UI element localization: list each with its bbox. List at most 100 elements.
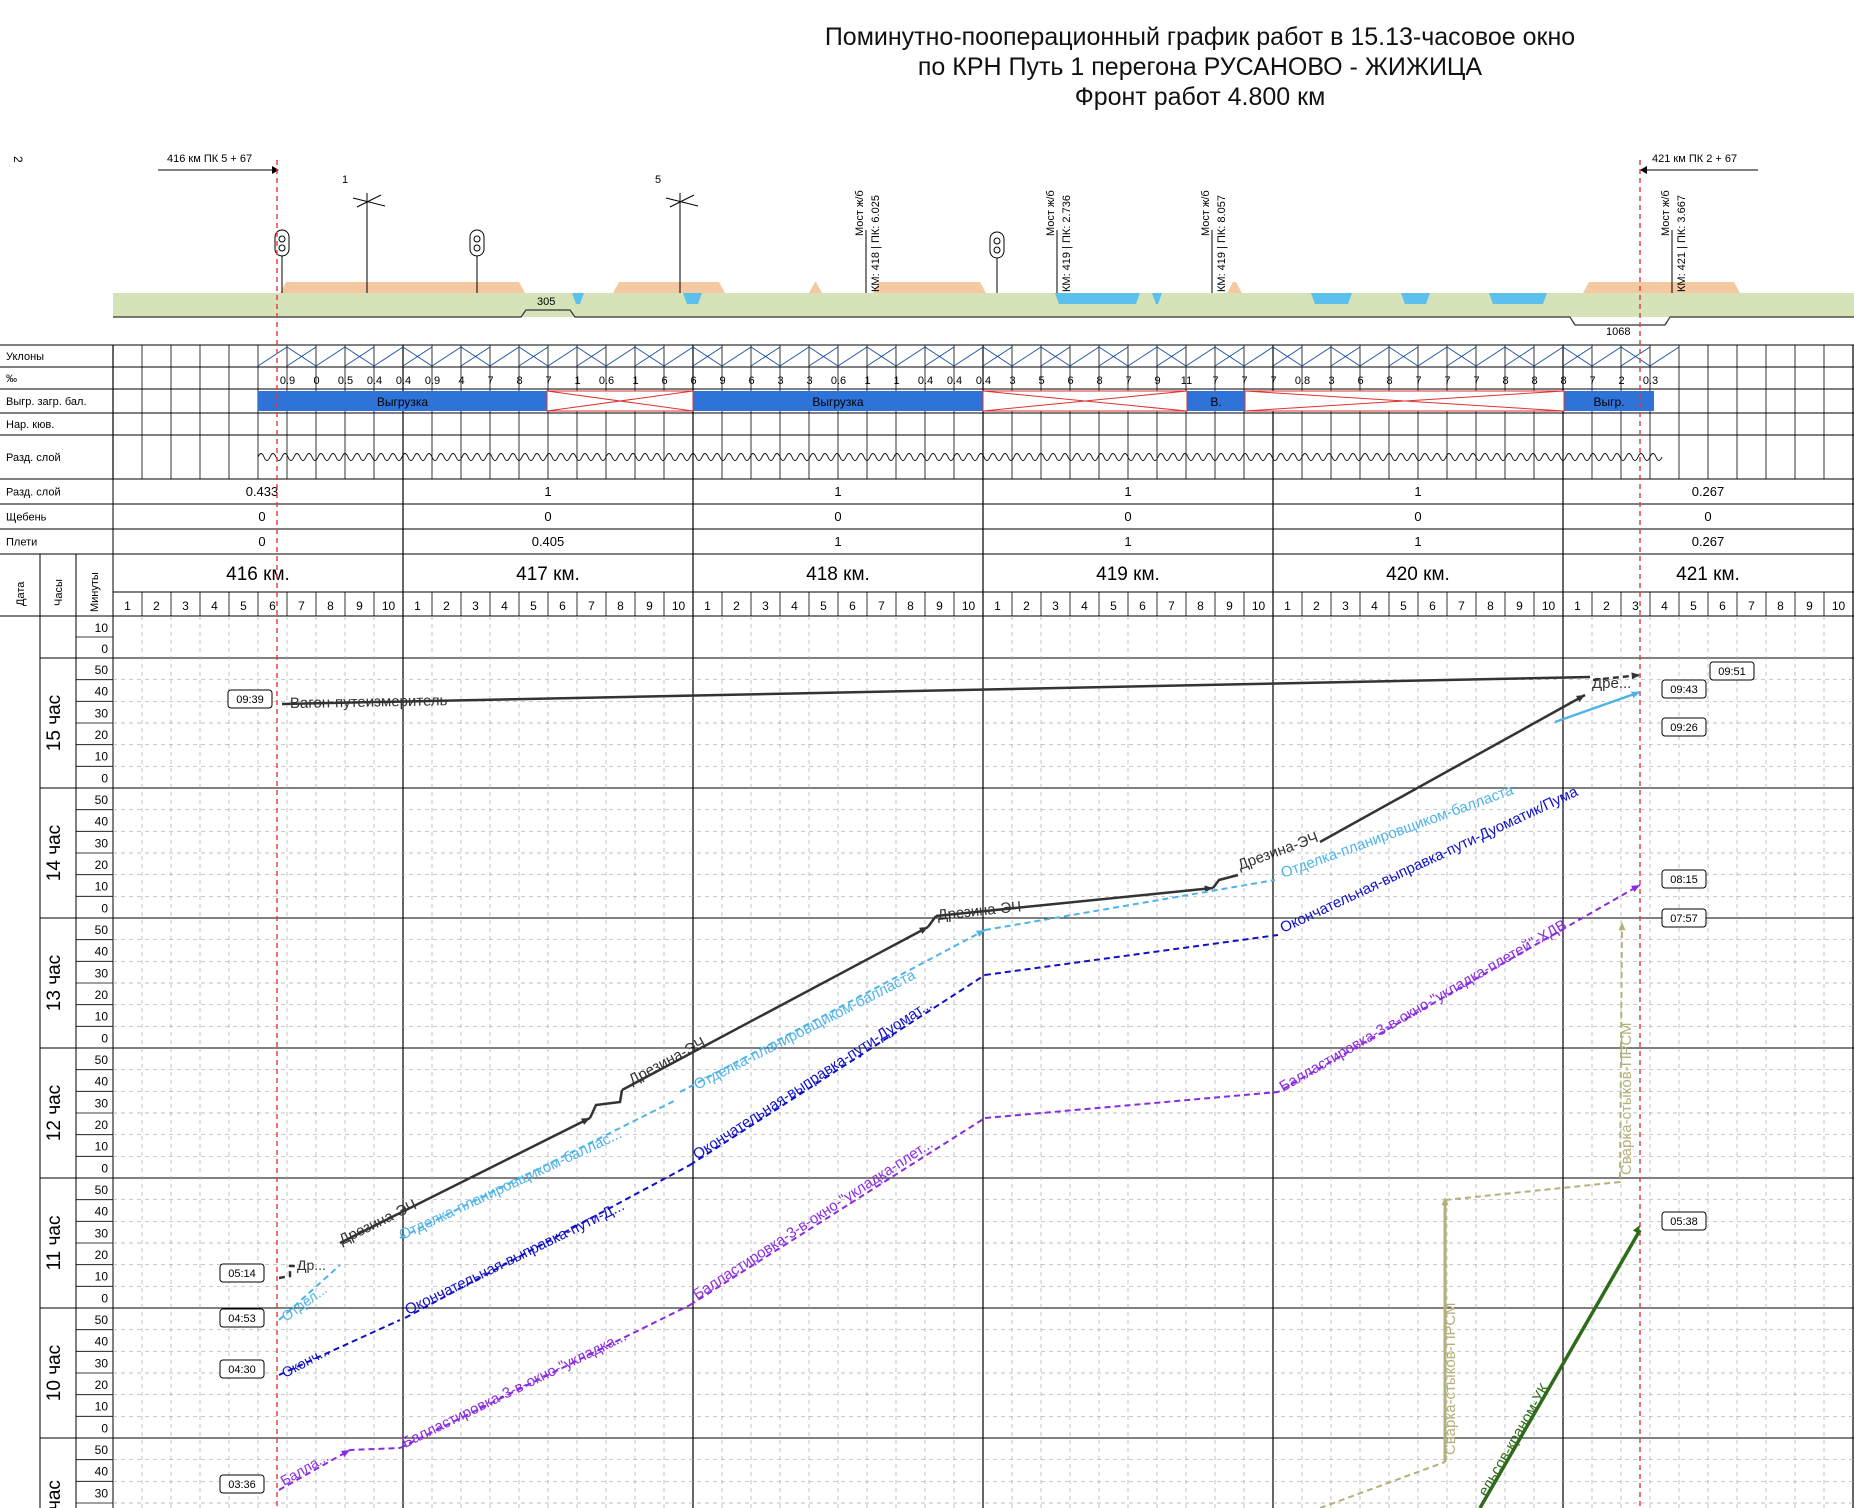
sep-layer-wave <box>257 453 1663 461</box>
embankment <box>1227 282 1242 293</box>
signal-lamp <box>278 235 286 243</box>
km-label: 418 км. <box>806 564 870 585</box>
gravel-value: 0 <box>1704 509 1711 524</box>
pole-label: 5 <box>655 174 661 186</box>
permille-value: 3 <box>777 375 783 387</box>
permille-value: 7 <box>487 375 493 387</box>
slope-mark <box>1649 346 1680 367</box>
minute-label: 50 <box>95 663 109 677</box>
embankment <box>280 282 525 293</box>
picket-number: 4 <box>1661 599 1668 613</box>
minute-label: 10 <box>95 1140 109 1154</box>
minute-label: 30 <box>95 836 109 850</box>
time-tag-text: 05:38 <box>1670 1216 1698 1228</box>
permille-value: 8 <box>1560 375 1566 387</box>
op-vagon <box>281 675 1591 706</box>
time-tag <box>227 689 273 709</box>
water <box>1311 293 1352 304</box>
row-label: Плети <box>6 537 37 549</box>
permille-value: 0.6 <box>599 375 614 387</box>
op-ballast <box>689 1117 986 1306</box>
sep-layer-value: 0.267 <box>1692 484 1725 499</box>
slope-mark <box>576 346 607 367</box>
op-drezina <box>935 886 1214 918</box>
picket-number: 2 <box>443 599 450 613</box>
slope-mark <box>779 346 810 367</box>
permille-value: 7 <box>1444 375 1450 387</box>
minute-label: 10 <box>95 1270 109 1284</box>
hour-label: 10 час <box>44 1345 65 1401</box>
permille-value: 7 <box>545 375 551 387</box>
time-tag-text: 05:14 <box>228 1268 256 1280</box>
slope-mark <box>1069 346 1100 367</box>
picket-number: 3 <box>1052 599 1059 613</box>
slope-mark <box>1620 346 1651 367</box>
picket-number: 5 <box>1110 599 1117 613</box>
water <box>572 293 584 304</box>
op-drezina <box>1319 693 1586 844</box>
operation-label: Балластировка-3-в-окно-"укладка... <box>399 1328 629 1452</box>
permille-value: 8 <box>1386 375 1392 387</box>
rails-value: 0 <box>258 534 265 549</box>
picket-number: 1 <box>994 599 1001 613</box>
skip-cross <box>982 390 1188 412</box>
minute-label: 10 <box>95 1010 109 1024</box>
embankment <box>809 282 822 293</box>
time-tag-text: 07:57 <box>1670 913 1698 925</box>
picket-number: 6 <box>1719 599 1726 613</box>
arrow-head <box>341 1450 350 1458</box>
minute-label: 30 <box>95 966 109 980</box>
rails-value: 1 <box>834 534 841 549</box>
minute-label: 20 <box>95 1378 109 1392</box>
minute-label: 0 <box>101 1161 108 1175</box>
minute-label: 40 <box>95 1075 109 1089</box>
bridge-label: КМ: 418 | ПК: 6.025 <box>870 195 882 292</box>
slope-mark <box>1475 346 1506 367</box>
op-ballast <box>399 1304 691 1449</box>
picket-number: 8 <box>327 599 334 613</box>
row-label: Выгр. загр. бал. <box>6 396 87 408</box>
picket-number: 4 <box>1371 599 1378 613</box>
operation-label: Дре... <box>1592 675 1631 692</box>
picket-number: 10 <box>382 599 396 613</box>
start-arrow <box>272 166 279 174</box>
gravel-value: 0 <box>1124 509 1131 524</box>
picket-number: 6 <box>849 599 856 613</box>
permille-value: 0.4 <box>396 375 411 387</box>
picket-number: 9 <box>1516 599 1523 613</box>
slope-mark <box>547 346 578 367</box>
minute-label: 30 <box>95 706 109 720</box>
minute-label: 10 <box>95 621 109 635</box>
minute-label: 10 <box>95 880 109 894</box>
arrow-head <box>1618 922 1626 931</box>
permille-value: 7 <box>1212 375 1218 387</box>
picket-number: 9 <box>936 599 943 613</box>
picket-number: 7 <box>588 599 595 613</box>
picket-number: 10 <box>672 599 686 613</box>
km-label: 417 км. <box>516 564 580 585</box>
unload-label: В. <box>1210 395 1221 409</box>
row-label: Нар. кюв. <box>6 419 54 431</box>
slope-mark <box>953 346 984 367</box>
slope-mark <box>1504 346 1535 367</box>
row-label: Щебень <box>6 512 47 524</box>
slope-mark <box>1127 346 1158 367</box>
slope-mark <box>1185 346 1216 367</box>
signal-icon <box>469 229 485 257</box>
slope-mark <box>1214 346 1245 367</box>
permille-value: 0.4 <box>947 375 962 387</box>
hour-label: 15 час <box>44 695 65 751</box>
slope-mark <box>1301 346 1332 367</box>
picket-number: 10 <box>1832 599 1846 613</box>
picket-number: 4 <box>791 599 798 613</box>
signal-lamp <box>993 237 1001 245</box>
picket-number: 3 <box>1632 599 1639 613</box>
slope-mark <box>605 346 636 367</box>
slope-mark <box>1330 346 1361 367</box>
permille-value: 7 <box>1270 375 1276 387</box>
arrow-head <box>1576 695 1585 703</box>
slope-mark <box>402 346 433 367</box>
picket-number: 4 <box>211 599 218 613</box>
